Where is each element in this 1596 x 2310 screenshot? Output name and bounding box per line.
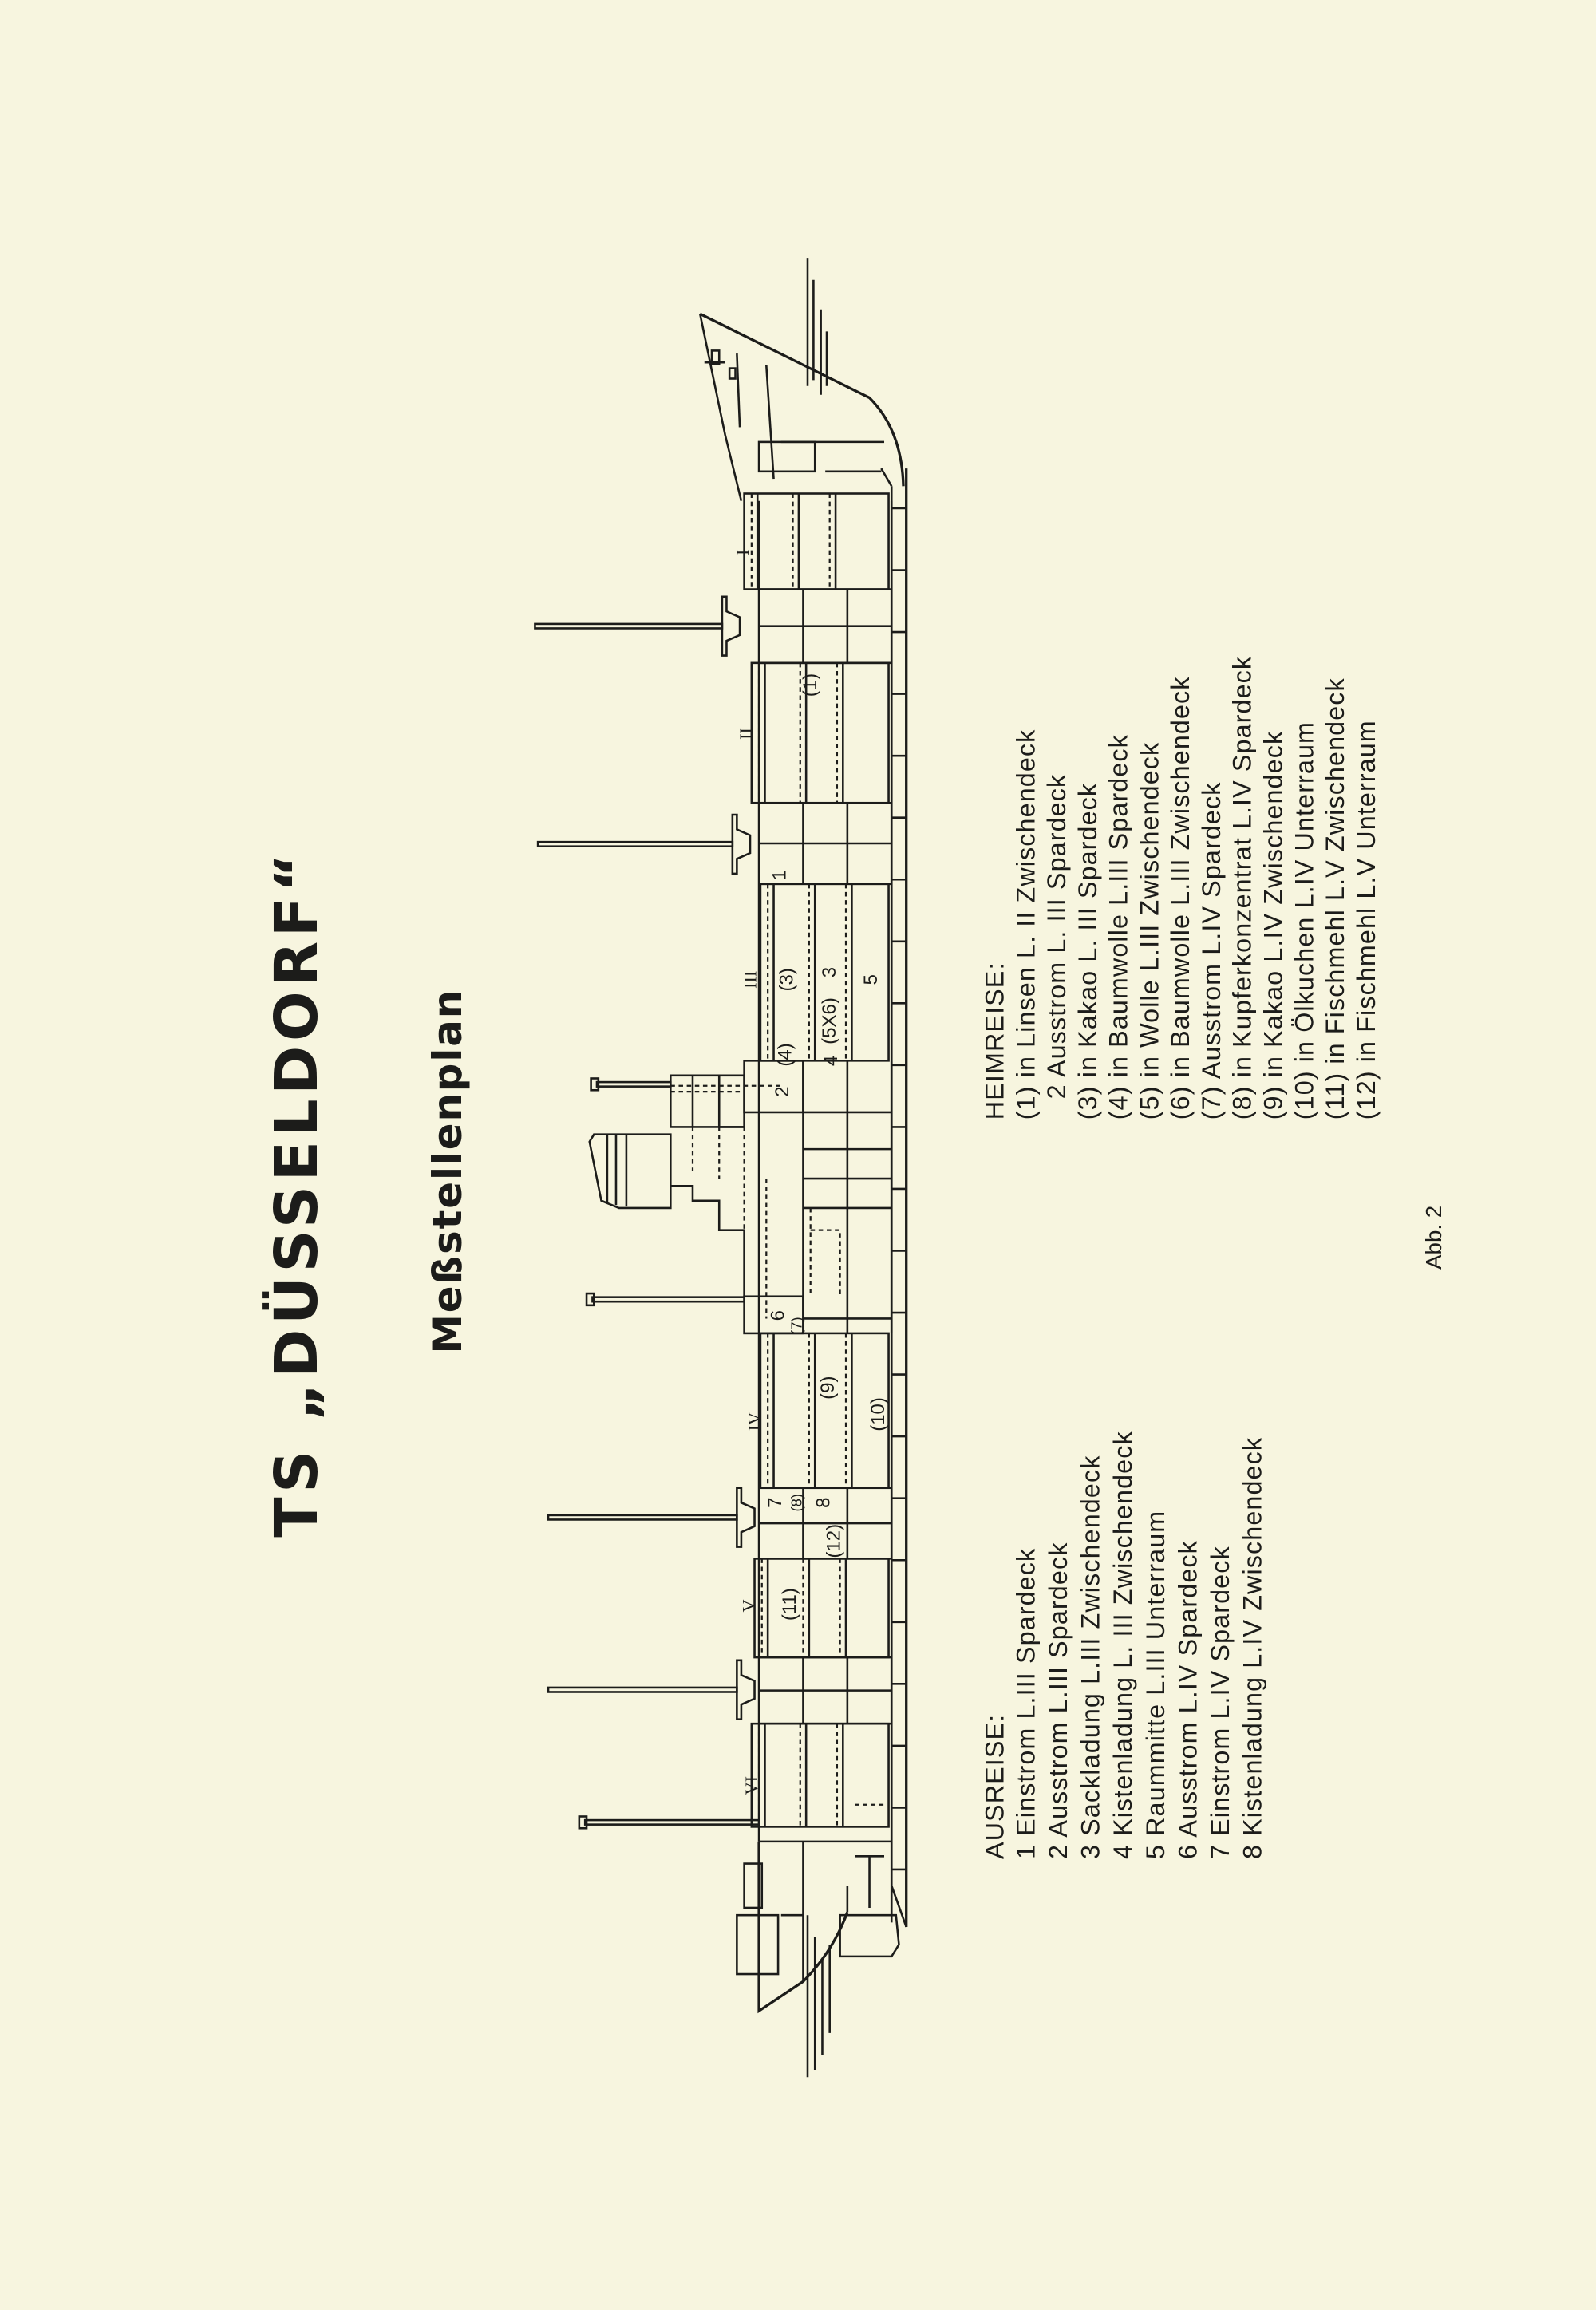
point-label: (3)	[776, 968, 798, 991]
ship-line	[765, 365, 775, 480]
heimreise-item: (3) in Kakao L. III Spardeck	[1073, 783, 1102, 1119]
ship-line	[743, 1295, 804, 1335]
mast-top-lamp	[590, 1077, 600, 1092]
mast	[595, 1080, 672, 1088]
rudder	[839, 1913, 900, 1958]
heimreise-item: (8) in Kupferkonzentrat L.IV Spardeck	[1228, 656, 1257, 1119]
heimreise-item: (7) Ausstrom L.IV Spardeck	[1197, 781, 1226, 1119]
ship-line	[880, 468, 893, 487]
funnel	[588, 1133, 672, 1210]
point-label: (11)	[779, 1588, 800, 1621]
heimreise-header: HEIMREISE:	[981, 962, 1009, 1119]
heimreise-legend: HEIMREISE: (1) in Linsen L. II Zwischend…	[981, 656, 1381, 1119]
page-title: TS „DÜSSELDORF“	[263, 849, 331, 1538]
ausreise-item: 8 Kistenladung L.IV Zwischendeck	[1238, 1437, 1267, 1859]
heimreise-item: (1) in Linsen L. II Zwischendeck	[1011, 729, 1040, 1120]
page-subtitle: Meßstellenplan	[425, 989, 471, 1354]
ausreise-item: 4 Kistenladung L. III Zwischendeck	[1108, 1431, 1137, 1859]
mast-top-lamp	[585, 1292, 595, 1307]
mast	[583, 1818, 760, 1826]
ausreise-legend: AUSREISE: 1 Einstrom L.III Spardeck 2 Au…	[981, 1431, 1267, 1859]
ship-line	[891, 1885, 907, 1928]
machinery-dashed	[810, 1229, 841, 1297]
point-label: (10)	[867, 1397, 889, 1431]
ausreise-item: 7 Einstrom L.IV Spardeck	[1206, 1546, 1235, 1859]
hold-label-4: IV	[745, 1412, 764, 1431]
heimreise-item: (6) in Baumwolle L.III Zwischendeck	[1166, 676, 1195, 1119]
kingpost	[736, 1487, 756, 1548]
ship-line	[757, 440, 816, 473]
heimreise-item: (12) in Fischmehl L.V Unterraum	[1352, 720, 1381, 1119]
mast	[536, 840, 734, 847]
mast	[591, 1296, 745, 1303]
point-label: 5	[860, 974, 882, 985]
point-label: 2	[772, 1086, 793, 1096]
point-label: (4)	[775, 1043, 796, 1066]
hold-label-5: V	[739, 1599, 759, 1612]
heimreise-item: 2 Ausstrom L. III Spardeck	[1042, 774, 1071, 1100]
ausreise-item: 6 Ausstrom L.IV Spardeck	[1173, 1540, 1202, 1859]
point-label: 4	[820, 1056, 842, 1066]
hold-label-2: II	[736, 728, 756, 740]
point-label: (5X6)	[819, 997, 840, 1044]
heimreise-item: (11) in Fischmehl L.V Zwischendeck	[1321, 677, 1349, 1119]
forecastle-profile	[698, 313, 743, 502]
hold-label-3: III	[740, 971, 760, 989]
hold-label-1: I	[733, 550, 753, 555]
bow-fitting	[710, 349, 721, 365]
mast	[534, 622, 724, 630]
bow-fitting	[728, 367, 737, 380]
point-label: (8)	[788, 1494, 805, 1512]
mast	[547, 1686, 738, 1693]
ship-profile-diagram	[534, 258, 908, 2078]
point-label: (7)	[788, 1317, 805, 1335]
cargo-hold	[743, 492, 890, 590]
ausreise-item: 3 Sackladung L.III Zwischendeck	[1077, 1455, 1105, 1860]
point-label: (12)	[824, 1524, 845, 1558]
ausreise-header: AUSREISE:	[981, 1714, 1009, 1859]
cargo-hold	[753, 1558, 890, 1659]
mast	[547, 1514, 738, 1521]
point-label: 7	[764, 1498, 786, 1508]
heimreise-item: (9) in Kakao L.IV Zwischendeck	[1259, 731, 1288, 1119]
figure-label: Abb. 2	[1421, 1206, 1446, 1270]
point-label: 3	[819, 967, 840, 977]
kingpost	[721, 595, 741, 657]
heimreise-item: (10) in Ölkuchen L.IV Unterraum	[1290, 721, 1318, 1119]
point-label: 8	[813, 1498, 835, 1508]
ausreise-item: 2 Ausstrom L.III Spardeck	[1044, 1542, 1073, 1859]
hold-labels: I II III IV V VI	[733, 550, 764, 1795]
ausreise-item: 5 Raummitte L.III Unterraum	[1141, 1510, 1170, 1859]
point-label: (1)	[800, 673, 821, 697]
ship-line	[736, 353, 741, 428]
ship-line	[743, 1862, 764, 1909]
poop-house	[736, 1913, 780, 1976]
hold-label-6: VI	[741, 1776, 761, 1795]
kingpost	[736, 1659, 756, 1720]
heimreise-item: (5) in Wolle L.III Zwischendeck	[1135, 742, 1163, 1120]
bow-profile	[699, 312, 905, 487]
ausreise-item: 1 Einstrom L.III Spardeck	[1011, 1548, 1040, 1859]
point-label: (9)	[817, 1376, 839, 1400]
bridge-deck	[670, 1074, 745, 1128]
heimreise-item: (4) in Baumwolle L.III Spardeck	[1104, 734, 1133, 1119]
kingpost	[731, 813, 752, 875]
mast-top-lamp	[578, 1815, 588, 1830]
cargo-hold	[750, 1722, 890, 1828]
ship-line	[670, 1184, 767, 1298]
measuring-point-labels: (1) 1 (3) 3 (4) 2 4 (5X6) 5 6 (7) (9) (1…	[764, 673, 889, 1621]
point-label: 1	[768, 870, 790, 880]
point-label: 6	[767, 1310, 788, 1321]
